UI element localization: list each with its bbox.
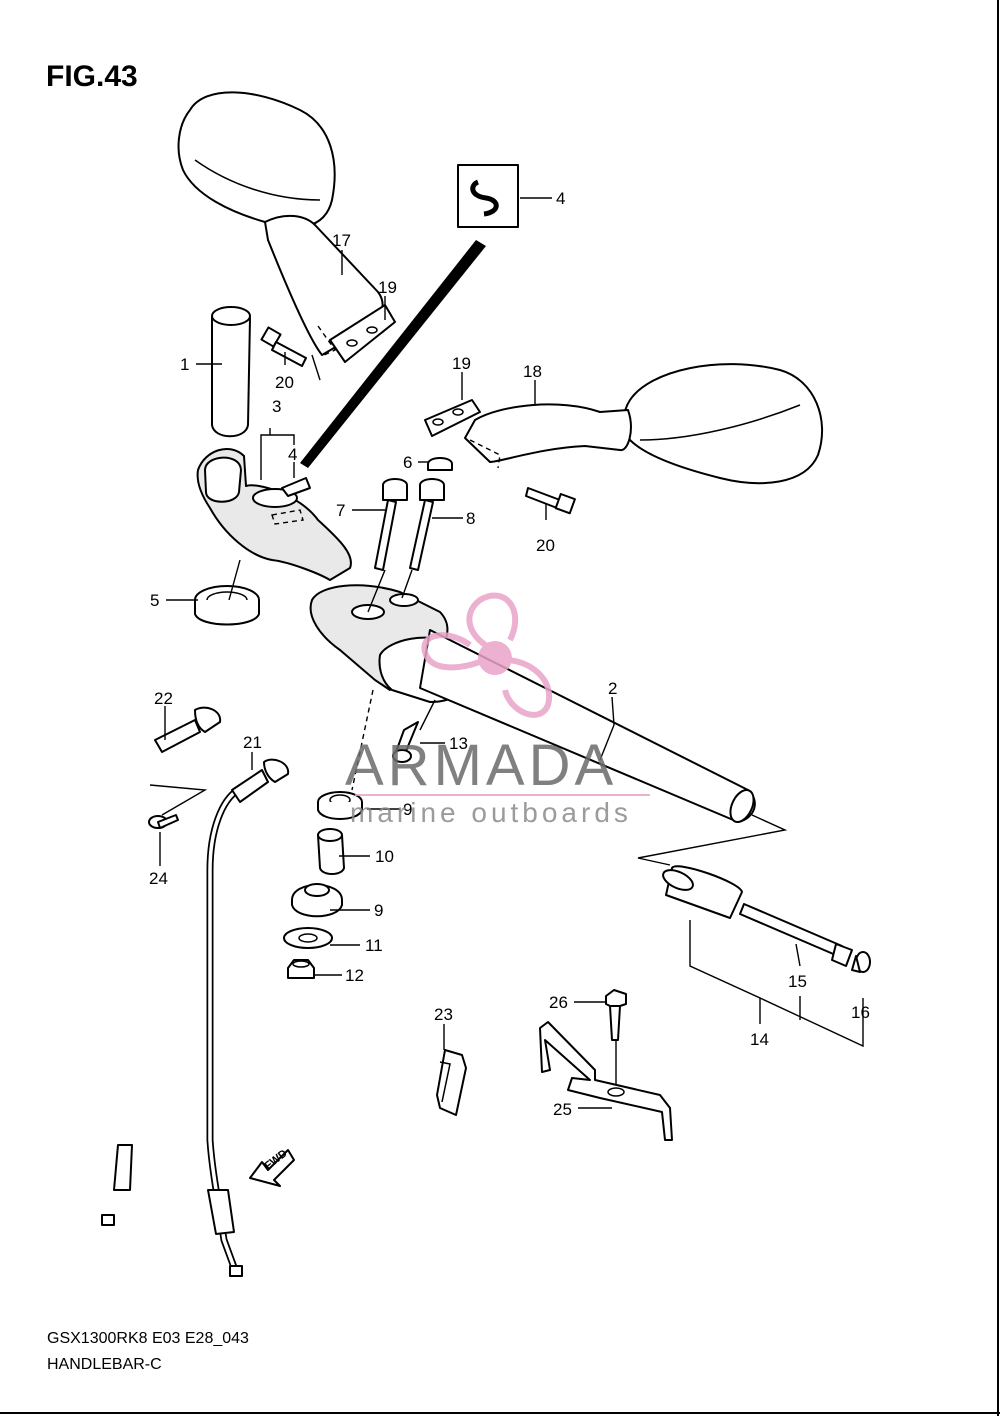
watermark-brand: ARMADA (345, 733, 617, 798)
propeller-logo-icon (421, 592, 553, 718)
callout-7: 7 (336, 501, 345, 520)
callout-8: 8 (466, 509, 475, 528)
bracket-25 (539, 1021, 673, 1141)
balancer-weight (662, 865, 743, 919)
cable-clamp-23 (436, 1049, 467, 1116)
callout-18: 18 (523, 362, 542, 381)
handlebar-holder (196, 447, 352, 581)
callout-6: 6 (403, 453, 412, 472)
emblem-box (300, 164, 519, 468)
figure-name: HANDLEBAR-C (47, 1356, 162, 1373)
left-mirror (177, 91, 384, 357)
callout-19-upper: 19 (378, 278, 397, 297)
callout-4-emblem: 4 (556, 189, 565, 208)
callout-5: 5 (150, 591, 159, 610)
watermark-tagline: marine outboards (350, 797, 632, 828)
callout-16: 16 (851, 1003, 870, 1022)
right-mirror (464, 363, 823, 485)
callout-22: 22 (154, 689, 173, 708)
mirror-bolt-right (525, 487, 576, 515)
callout-9-upper: 9 (403, 800, 412, 819)
model-code: GSX1300RK8 E03 E28_043 (47, 1330, 249, 1347)
callout-4-holder: 4 (288, 445, 297, 464)
callout-25: 25 (553, 1100, 572, 1119)
bolt-cap (427, 457, 453, 471)
throttle-cable-22 (101, 706, 222, 1226)
callout-13: 13 (449, 734, 468, 753)
callout-17: 17 (332, 231, 351, 250)
bolt-26 (605, 989, 627, 1041)
watermark: ARMADA marine outboards (345, 592, 650, 828)
screw-24 (148, 814, 179, 829)
left-grip (211, 306, 251, 438)
callout-15: 15 (788, 972, 807, 991)
callout-12: 12 (345, 966, 364, 985)
spacer-10 (317, 828, 345, 875)
handlebar-tube (419, 629, 756, 823)
nut-12 (287, 959, 315, 979)
callout-26: 26 (549, 993, 568, 1012)
callout-2: 2 (608, 679, 617, 698)
callout-24: 24 (149, 869, 168, 888)
balancer-cap (851, 951, 871, 973)
callout-20-right: 20 (536, 536, 555, 555)
forward-arrow-icon: FWD (249, 1147, 295, 1187)
mirror-gasket-lower (424, 399, 481, 437)
callout-21: 21 (243, 733, 262, 752)
callout-9-lower: 9 (374, 901, 383, 920)
callout-10: 10 (375, 847, 394, 866)
washer-11 (283, 927, 333, 949)
cushion-9-lower (291, 883, 343, 918)
holder-emblem (281, 477, 311, 497)
callout-14: 14 (750, 1030, 769, 1049)
callout-23: 23 (434, 1005, 453, 1024)
holder-bolt-8 (409, 478, 445, 571)
mirror-gasket-upper (329, 304, 396, 363)
leader-lines (166, 197, 864, 1048)
seal-ring (194, 585, 260, 626)
callout-1: 1 (180, 355, 189, 374)
callout-20-left: 20 (275, 373, 294, 392)
callout-19-lower: 19 (452, 354, 471, 373)
figure-title: FIG.43 (46, 60, 138, 93)
mirror-bolt-left (260, 326, 307, 367)
balancer-screw (739, 903, 853, 967)
holder-bolt-7 (374, 478, 408, 571)
cushion-9-upper (317, 791, 363, 820)
callout-labels: 1 2 3 4 4 5 6 7 8 9 9 10 11 12 13 14 15 … (149, 189, 870, 1119)
clamp-bolt-13 (392, 721, 419, 763)
callout-3: 3 (272, 397, 281, 416)
callout-11: 11 (365, 936, 383, 955)
throttle-cable-21 (206, 758, 290, 1277)
